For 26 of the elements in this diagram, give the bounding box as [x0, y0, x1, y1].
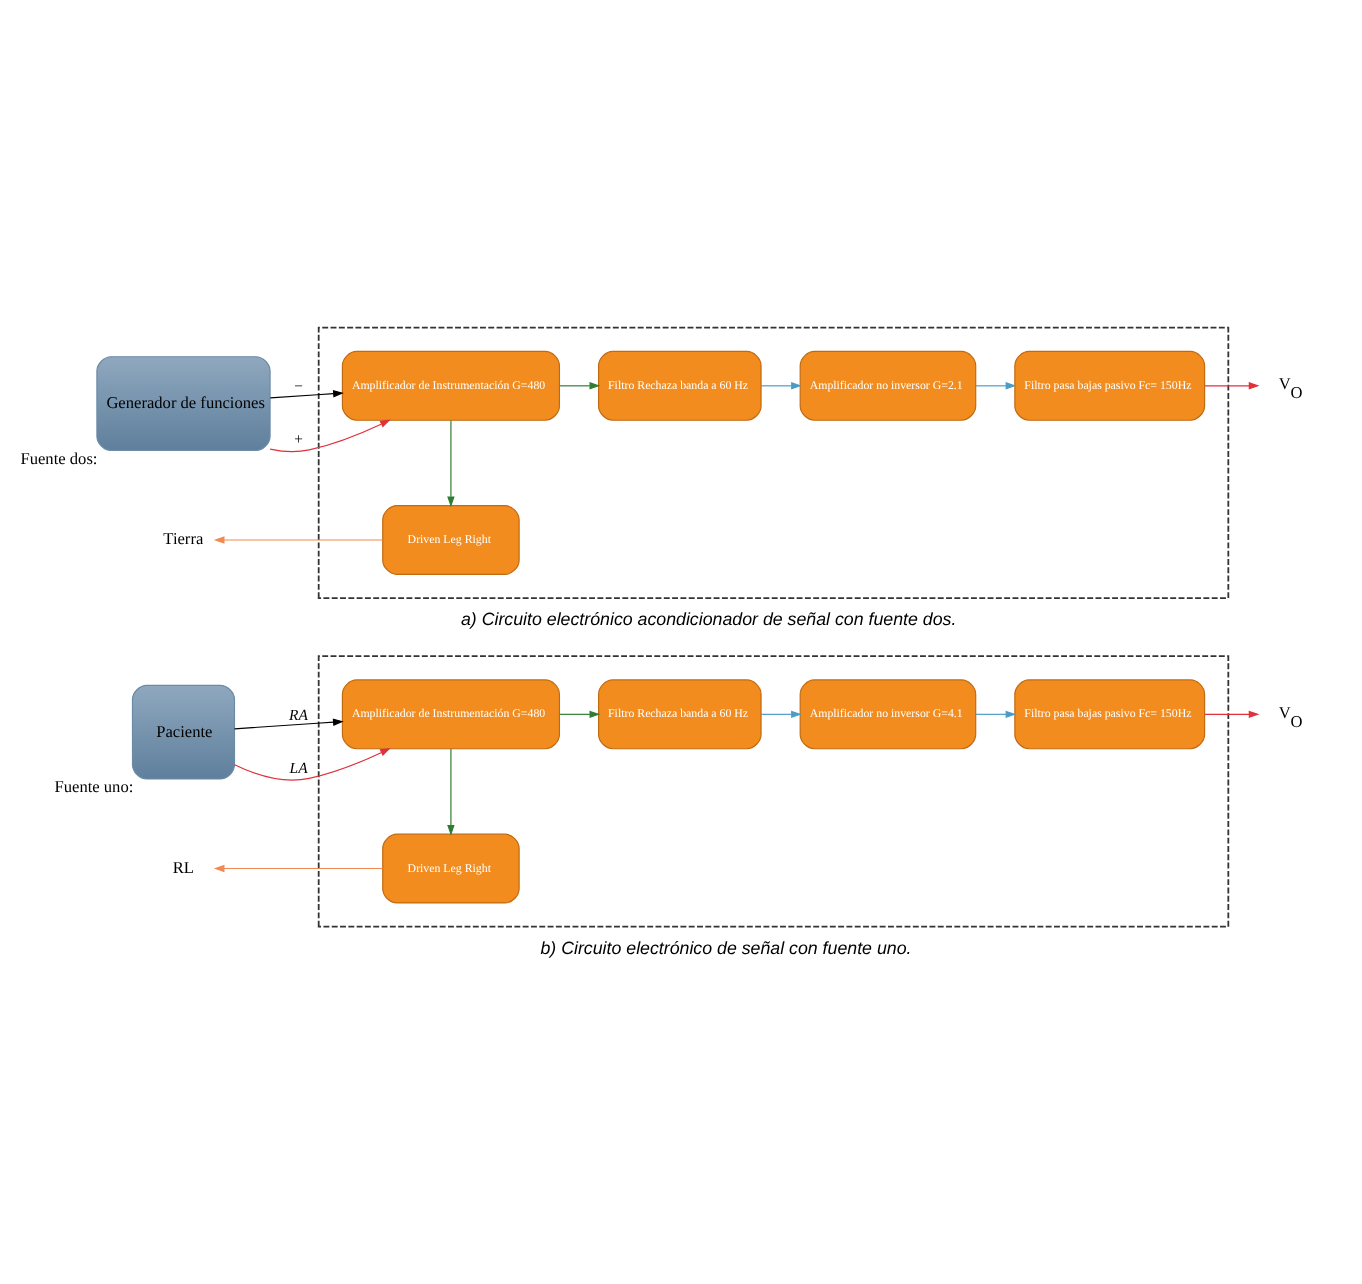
arrow	[269, 419, 391, 453]
arrow	[269, 389, 344, 399]
arrow	[559, 710, 601, 719]
cluster	[317, 326, 1230, 599]
node-box: Paciente	[131, 684, 236, 780]
arrow	[234, 748, 391, 781]
arrow	[1204, 382, 1260, 390]
node-box: Generador de funciones	[96, 356, 271, 452]
label: b) Circuito electrónico de señal con fuente uno.	[540, 937, 912, 958]
arrow	[213, 864, 384, 873]
cluster	[317, 655, 1230, 928]
arrow	[975, 710, 1017, 719]
arrow	[213, 536, 384, 544]
node-text: RL	[172, 858, 195, 877]
arrow	[447, 419, 455, 508]
arrow	[233, 718, 344, 730]
node-label: Fuente dos:	[20, 449, 98, 468]
arrow	[975, 382, 1017, 390]
arrow	[559, 382, 601, 390]
node-label: Fuente uno:	[54, 778, 134, 797]
arrow	[760, 710, 802, 719]
arrow	[1204, 710, 1260, 719]
node-text: Tierra	[163, 530, 204, 549]
arrow	[447, 748, 455, 836]
arrow	[760, 382, 802, 390]
label: a) Circuito electrónico acondicionador de señal con fuente dos.	[461, 609, 957, 630]
